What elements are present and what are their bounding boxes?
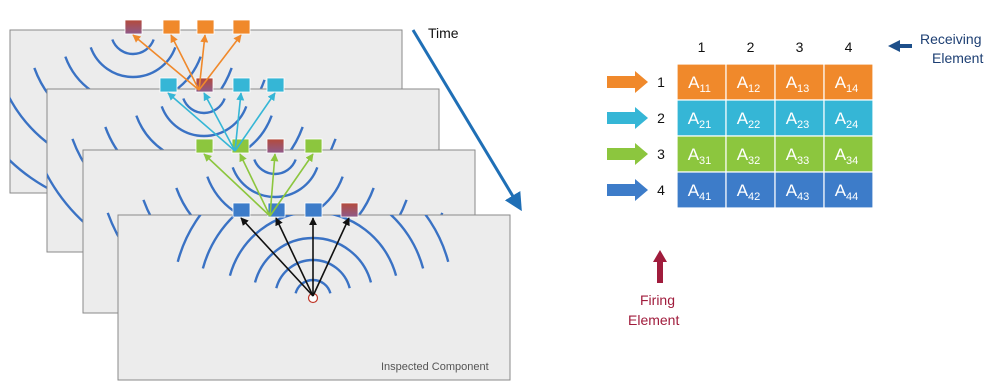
column-header: 4 [845, 39, 853, 55]
wavefront-arc [231, 166, 319, 199]
firing-label-line1: Firing [640, 292, 675, 308]
wavefront-arc [228, 215, 398, 277]
matrix-cell-label: A22 [737, 109, 761, 131]
right-arrow-icon [607, 143, 648, 165]
signal-arrow [234, 92, 276, 152]
signal-arrow [269, 153, 314, 217]
row-header: 1 [657, 74, 665, 90]
layer-4 [117, 202, 511, 381]
matrix-cell [774, 63, 825, 101]
column-header: 3 [796, 39, 804, 55]
matrix-cell [676, 99, 727, 137]
left-arrow-icon [888, 40, 912, 52]
signal-arrow [167, 92, 236, 152]
signal-arrow [312, 217, 350, 297]
signal-arrow [170, 34, 200, 91]
time-arrow [411, 29, 522, 212]
column-header: 1 [698, 39, 706, 55]
matrix-cell-label: A11 [688, 73, 711, 95]
time-label: Time [428, 25, 459, 41]
signal-arrow [234, 92, 245, 152]
matrix-cell-label: A24 [835, 109, 859, 131]
matrix-cell [774, 171, 825, 209]
matrix-cell-label: A44 [835, 181, 859, 203]
receiving-label-line2: Element [932, 50, 983, 66]
time-layers [9, 0, 511, 381]
column-header: 2 [747, 39, 755, 55]
receiving-element [266, 77, 285, 93]
matrix-cell-label: A31 [688, 145, 712, 167]
receiving-element [304, 202, 323, 218]
signal-arrow [240, 217, 314, 297]
wavefront-arc [111, 39, 155, 56]
signal-arrow [198, 34, 209, 91]
firing-element [340, 202, 359, 218]
row-header: 4 [657, 182, 665, 198]
receiving-element [232, 77, 251, 93]
row-header: 2 [657, 110, 665, 126]
matrix-cell-label: A33 [786, 145, 810, 167]
receiving-element [304, 138, 323, 154]
signal-arrow [203, 153, 271, 217]
firing-label-line2: Element [628, 312, 679, 328]
matrix-cell-label: A41 [688, 181, 712, 203]
matrix-cell [676, 171, 727, 209]
matrix-cell [725, 171, 776, 209]
receiving-element [232, 202, 251, 218]
wavefront-arc [91, 0, 176, 17]
signal-arrows [132, 34, 350, 297]
row-header: 3 [657, 146, 665, 162]
matrix-cell [823, 63, 874, 101]
matrix-cell-label: A32 [737, 145, 761, 167]
right-arrow-icon [607, 179, 648, 201]
receiving-element-callout: Receiving Element [888, 31, 983, 66]
wavefront-arc [89, 46, 177, 79]
wavefront-arc [253, 159, 297, 176]
wavefront-arc [182, 98, 226, 115]
up-arrow-icon [653, 250, 667, 283]
matrix-cell-label: A23 [786, 109, 810, 131]
receiving-element [195, 138, 214, 154]
receiving-element [162, 19, 181, 35]
signal-arrow [198, 34, 242, 91]
matrix-cell-label: A12 [737, 73, 761, 95]
wavefront-arc [201, 215, 425, 269]
right-arrow-icon [607, 71, 648, 93]
matrix-cell-label: A13 [786, 73, 810, 95]
matrix-cell-label: A21 [688, 109, 712, 131]
firing-element [124, 19, 143, 35]
receiving-element [196, 19, 215, 35]
matrix-cell-label: A43 [786, 181, 810, 203]
matrix-cell [823, 135, 874, 173]
matrix-cell [676, 63, 727, 101]
matrix-cell [676, 135, 727, 173]
firing-element [266, 138, 285, 154]
matrix-cell-label: A14 [835, 73, 859, 95]
receiving-label-line1: Receiving [920, 31, 981, 47]
matrix-cell-label: A34 [835, 145, 859, 167]
matrix-cell [725, 99, 776, 137]
signal-arrow [203, 92, 236, 152]
signal-arrow [275, 217, 314, 297]
right-arrow-icon [607, 107, 648, 129]
matrix-cell-label: A42 [737, 181, 761, 203]
signal-arrow [269, 153, 279, 217]
wavefront-arc [65, 0, 200, 7]
receiving-element [159, 77, 178, 93]
matrix-cell [725, 63, 776, 101]
inspected-component-label: Inspected Component [381, 361, 489, 373]
firing-element-callout: Firing Element [628, 250, 679, 328]
matrix-cell [823, 99, 874, 137]
signal-arrow [239, 153, 271, 217]
matrix-cell [823, 171, 874, 209]
signal-arrow [132, 34, 200, 91]
receiving-element [232, 19, 251, 35]
